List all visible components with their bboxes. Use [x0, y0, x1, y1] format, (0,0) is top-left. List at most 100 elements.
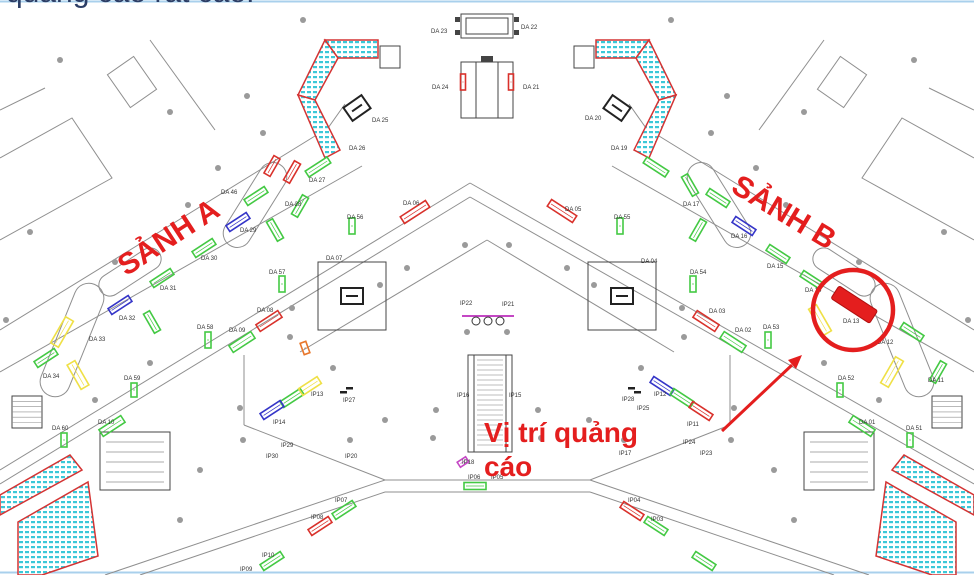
ad-position-box-mark	[71, 364, 85, 386]
map-label-ip25: IP25	[637, 406, 650, 412]
ad-position-box	[687, 400, 715, 422]
map-label-ip13: IP13	[311, 392, 324, 398]
column-dot	[197, 467, 203, 473]
ad-position-box	[928, 359, 948, 385]
wall-line	[928, 87, 974, 111]
ad-position-box	[49, 315, 75, 349]
ad-position-box-mark	[195, 242, 213, 254]
stair-line	[611, 103, 623, 113]
stairwell	[816, 55, 868, 109]
map-label-da-28: DA 28	[285, 202, 302, 208]
boarding-bridge-loop	[686, 162, 752, 248]
central-escalator	[467, 354, 513, 453]
column-dot	[240, 437, 246, 443]
ad-position-box-mark	[147, 314, 157, 330]
ad-position-box-mark	[852, 419, 872, 433]
arrow-shaft	[720, 363, 794, 433]
caption-fragment: quảng cáo rất cao.	[6, 0, 255, 8]
column-dot	[167, 109, 173, 115]
ad-position-box	[227, 330, 257, 354]
ad-position-box	[66, 359, 90, 391]
ad-position-box-mark	[903, 326, 921, 338]
wall-line	[0, 87, 46, 111]
ad-position-box	[306, 515, 334, 537]
ad-position-box	[704, 187, 732, 209]
ad-position-box-mark	[673, 392, 691, 404]
ad-position-box-mark	[263, 555, 281, 567]
highlighted-ad-box	[831, 286, 878, 324]
ad-position-box-mark	[685, 177, 695, 193]
map-label-da-10: DA 10	[98, 420, 115, 426]
map-label-ip06: IP06	[468, 475, 481, 481]
map-label-da-14: DA 14	[805, 288, 822, 294]
ad-position-box-mark	[693, 222, 703, 238]
ad-position-box	[642, 515, 670, 537]
ad-position-box-mark	[232, 335, 252, 349]
column-dot	[260, 130, 266, 136]
ad-position-box-mark	[692, 405, 710, 417]
seating-area	[633, 93, 678, 160]
ad-position-box	[642, 155, 670, 179]
column-dot	[177, 517, 183, 523]
column-dot	[300, 17, 306, 23]
column-dot	[638, 365, 644, 371]
map-label-ip16: IP16	[457, 393, 470, 399]
column-dot	[215, 165, 221, 171]
column-dot	[3, 317, 9, 323]
map-label-ip10: IP10	[262, 553, 275, 559]
ad-position-box-mark	[259, 314, 279, 328]
map-label-da-23: DA 23	[431, 29, 448, 35]
map-label-da-58: DA 58	[197, 325, 214, 331]
map-label-da-55: DA 55	[614, 215, 631, 221]
ad-position-box	[764, 331, 772, 349]
ad-position-box	[297, 375, 323, 397]
bench-mark	[628, 387, 635, 390]
ad-position-box	[616, 217, 624, 235]
boarding-bridge-loop	[812, 247, 876, 297]
column-dot	[57, 57, 63, 63]
columns-layer	[3, 17, 971, 523]
ad-position-box-mark	[308, 160, 328, 174]
map-label-da-12: DA 12	[877, 340, 894, 346]
wall-line	[0, 127, 329, 331]
map-label-ip09: IP09	[240, 567, 253, 573]
gate-structure-da10	[99, 431, 171, 491]
ad-position-box	[718, 330, 748, 354]
ad-position-box-mark	[153, 272, 171, 284]
ad-position-box	[190, 237, 218, 259]
ad-position-box-mark	[696, 314, 716, 328]
ad-position-box-mark	[653, 380, 671, 392]
seating-areas-layer	[0, 38, 974, 575]
map-label-da-04: DA 04	[641, 259, 658, 265]
ad-position-box	[618, 500, 646, 522]
map-label-da-17: DA 17	[683, 202, 700, 208]
map-label-ip05: IP05	[491, 475, 504, 481]
wall-line	[861, 117, 974, 241]
column-dot	[147, 360, 153, 366]
map-label-ip11: IP11	[687, 422, 700, 428]
column-dot	[876, 397, 882, 403]
ad-position-box	[680, 172, 700, 198]
ad-position-box	[32, 347, 60, 369]
map-label-ip04: IP04	[628, 498, 641, 504]
wall-line	[469, 182, 974, 471]
column-dot	[753, 165, 759, 171]
column-dot	[538, 435, 544, 441]
ad-position-box-mark	[885, 360, 899, 384]
wall-line	[243, 424, 731, 481]
ad-position-box	[304, 155, 332, 179]
wall-line	[0, 196, 471, 485]
column-dot	[941, 229, 947, 235]
boarding-bridge-loop	[222, 162, 288, 248]
ad-position-box	[456, 455, 470, 469]
escalator-block-top	[460, 61, 514, 119]
map-label-ip28: IP28	[622, 397, 635, 403]
kiosk-counter	[471, 316, 481, 326]
wall-line	[486, 239, 675, 353]
map-label-da-24: DA 24	[432, 85, 449, 91]
wall-line	[327, 103, 346, 129]
ad-position-box	[507, 73, 515, 91]
ad-position-box	[688, 217, 708, 243]
map-label-ip22: IP22	[460, 301, 473, 307]
